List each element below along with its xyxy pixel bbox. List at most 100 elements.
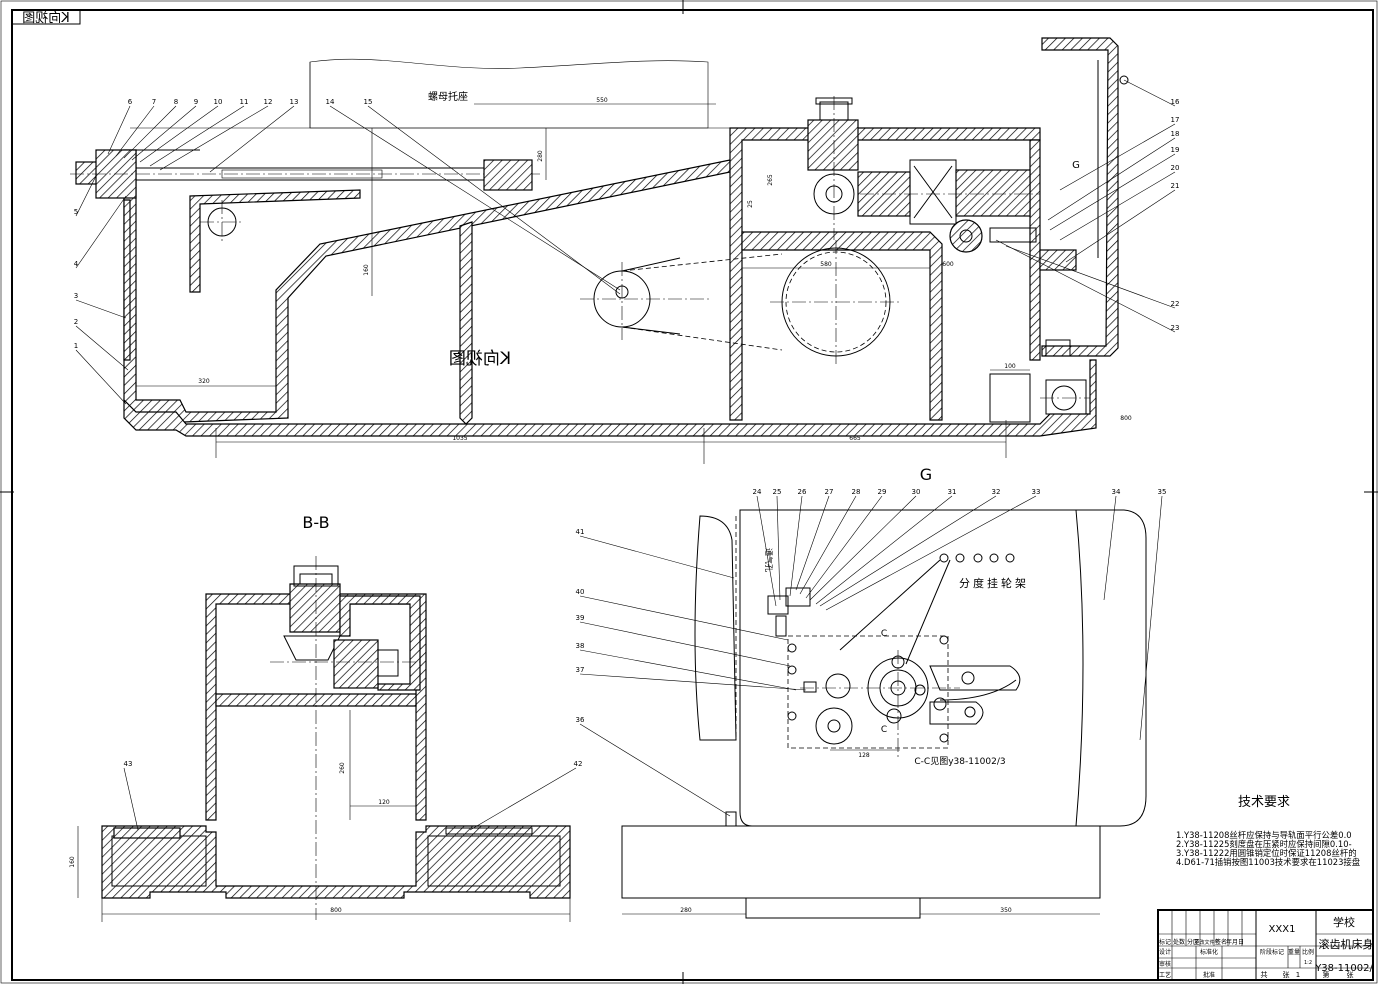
part-number-label: 19 bbox=[1171, 146, 1180, 154]
leader-line bbox=[579, 621, 791, 667]
section-c-top: C bbox=[881, 629, 887, 639]
part-number-label: 32 bbox=[992, 488, 1001, 496]
part-number-label: 3 bbox=[74, 292, 78, 300]
tech-req-item: 3.Y38-11222用圆锥销定位时保证11208丝杆的 bbox=[1176, 848, 1357, 858]
leader-line bbox=[1059, 171, 1176, 241]
stage-label: 比例 bbox=[1302, 948, 1314, 956]
bb-title: B-B bbox=[302, 513, 329, 532]
dim-265: 265 bbox=[767, 174, 774, 186]
part-number-label: 1 bbox=[74, 342, 78, 350]
tech-req-item: 2.Y38-11225刻度盘在压紧时应保持间隙0.10- bbox=[1176, 839, 1352, 849]
leader-line bbox=[579, 723, 731, 817]
part-43: 43 bbox=[124, 760, 133, 768]
leader-line bbox=[1005, 245, 1176, 309]
index-gear-frame-label: 分度挂轮架 bbox=[959, 576, 1029, 590]
col-label: 签名 bbox=[1215, 938, 1227, 946]
school-label: 学校 bbox=[1333, 915, 1355, 929]
part-number-label: 17 bbox=[1171, 116, 1180, 124]
leader-line bbox=[131, 105, 197, 161]
leader-line bbox=[75, 175, 97, 217]
dim-280: 280 bbox=[537, 150, 544, 162]
sheet-label: 张 bbox=[1283, 970, 1290, 979]
dim-580: 580 bbox=[820, 261, 832, 268]
sheet-no-label: 第 bbox=[1323, 970, 1330, 979]
part-number-label: 30 bbox=[912, 488, 921, 496]
leader-line bbox=[367, 105, 621, 295]
leader-line bbox=[1047, 137, 1176, 221]
leader-line bbox=[579, 535, 735, 579]
tech-req-item: 4.D61-71插销按图11003技术要求在11023接盘 bbox=[1176, 857, 1360, 867]
corner-label: K向视图 bbox=[22, 10, 70, 26]
stage-label: 重量 bbox=[1288, 948, 1300, 956]
std-label: 标准化 bbox=[1200, 948, 1218, 956]
cc-ref-label: C-C见图y38-11002/3 bbox=[914, 756, 1005, 767]
part-number-label: 34 bbox=[1112, 488, 1121, 496]
part-number-label: 23 bbox=[1171, 324, 1180, 332]
part-number-label: 11 bbox=[240, 98, 249, 106]
stage-label: 阶段标记 bbox=[1260, 948, 1284, 956]
nut-seat-label: 螺母托座 bbox=[428, 90, 468, 103]
leader-line bbox=[1139, 495, 1163, 741]
part-number-label: 2 bbox=[74, 318, 78, 326]
part-number-label: 4 bbox=[74, 260, 79, 268]
g-view: G bbox=[621, 465, 1147, 919]
dim-665: 665 bbox=[849, 435, 861, 442]
bb-section-view: B-B 120 260 800 160 43 42 bbox=[69, 513, 582, 922]
dim-280-g: 280 bbox=[680, 907, 692, 914]
dim-600: 600 bbox=[942, 261, 954, 268]
scale-value: 1:2 bbox=[1304, 960, 1312, 966]
corner-label-box bbox=[11, 9, 81, 25]
leader-line bbox=[75, 325, 129, 371]
part-number-label: 6 bbox=[128, 98, 133, 106]
leader-line bbox=[789, 495, 803, 597]
tech-req-title: 技术要求 bbox=[1238, 795, 1290, 810]
part-number-label: 41 bbox=[576, 528, 585, 536]
dim-160: 160 bbox=[363, 264, 370, 276]
sheet-count: 1 bbox=[1296, 971, 1300, 979]
section-c-bottom: C bbox=[881, 725, 887, 735]
col-label: 分区 bbox=[1187, 938, 1199, 946]
leader-line bbox=[107, 105, 131, 155]
drawing-number: Y38-11002/ bbox=[1314, 963, 1373, 974]
main-side-view: 550 320 1035 665 100 580 600 160 280 265… bbox=[70, 37, 1132, 464]
part-number-label: 40 bbox=[576, 588, 585, 596]
part-number-label: 27 bbox=[825, 488, 834, 496]
row-label: 审核 bbox=[1159, 960, 1171, 968]
leader-line bbox=[579, 673, 807, 691]
leader-line bbox=[75, 195, 127, 269]
dim-160-bb: 160 bbox=[69, 856, 76, 868]
col-label: 处数 bbox=[1173, 938, 1185, 946]
part-number-label: 18 bbox=[1171, 130, 1180, 138]
g-arrow-label: G bbox=[1072, 160, 1080, 171]
author-label: XXX1 bbox=[1269, 924, 1296, 935]
part-number-label: 26 bbox=[798, 488, 807, 496]
part-number-label: 8 bbox=[174, 98, 178, 106]
dim-320: 320 bbox=[198, 378, 210, 385]
leader-line bbox=[799, 495, 857, 595]
part-number-label: 33 bbox=[1032, 488, 1041, 496]
leader-line bbox=[1059, 123, 1176, 191]
title-block: 学校 XXX1 滚齿机床身 Y38-11002/ 标记 设计 审核 工艺 处数 … bbox=[1157, 909, 1374, 981]
tech-req-item: 1.Y38-11208丝杆应保持与导轨面平行公差0.0 bbox=[1176, 830, 1352, 840]
part-number-label: 39 bbox=[576, 614, 585, 622]
leader-line bbox=[579, 595, 789, 641]
leader-line bbox=[795, 495, 830, 591]
leader-line bbox=[123, 105, 177, 159]
row-label: 工艺 bbox=[1159, 971, 1171, 979]
dim-128: 128 bbox=[858, 752, 870, 759]
leader-line bbox=[815, 495, 953, 605]
center-mirrored-label: K向视图 bbox=[449, 349, 511, 369]
part-number-label: 9 bbox=[194, 98, 198, 106]
part-number-label: 13 bbox=[290, 98, 299, 106]
sheet-total-label: 共 bbox=[1261, 970, 1268, 979]
tech-requirements: 技术要求 1.Y38-11208丝杆应保持与导轨面平行公差0.0 2.Y38-1… bbox=[1176, 795, 1360, 867]
vent-note: 通气孔 bbox=[764, 548, 774, 572]
leader-line bbox=[579, 649, 797, 691]
dim-100: 100 bbox=[1004, 363, 1016, 370]
inner-border bbox=[11, 9, 1374, 981]
part-number-label: 7 bbox=[152, 98, 156, 106]
